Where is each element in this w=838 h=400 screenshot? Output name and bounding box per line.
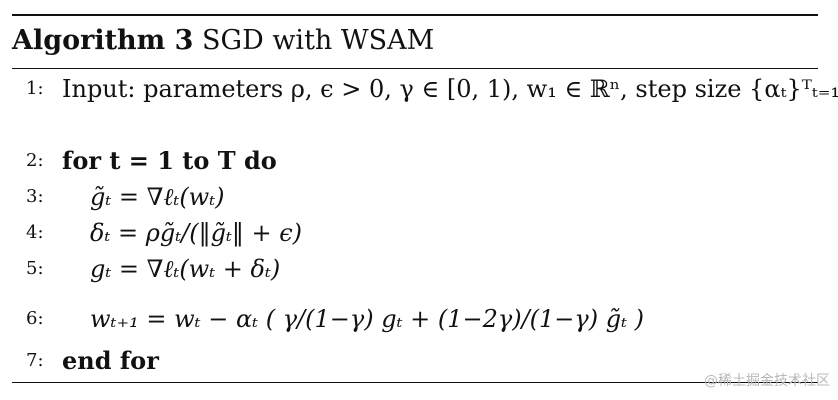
line-text: g̃ₜ = ∇ℓₜ(wₜ) <box>90 183 225 211</box>
line-number: 3: <box>26 186 44 207</box>
algorithm-label: Algorithm 3 <box>12 25 194 56</box>
line-number: 5: <box>26 258 44 279</box>
line-number: 2: <box>26 150 44 171</box>
bottom-rule <box>12 382 818 383</box>
line-text: δₜ = ρg̃ₜ/(‖g̃ₜ‖ + ϵ) <box>90 219 303 247</box>
top-rule <box>12 14 818 16</box>
algorithm-block: Algorithm 3 SGD with WSAM 1: Input: para… <box>12 14 838 384</box>
line-text: end for <box>62 346 159 375</box>
line-text: Input: parameters ρ, ϵ > 0, γ ∈ [0, 1), … <box>62 75 838 103</box>
line-number: 4: <box>26 222 44 243</box>
line-text: gₜ = ∇ℓₜ(wₜ + δₜ) <box>90 255 281 283</box>
algorithm-title: SGD with WSAM <box>202 25 435 56</box>
line-number: 7: <box>26 350 44 371</box>
watermark: @稀土掘金技术社区 <box>704 373 830 389</box>
line-text: for t = 1 to T do <box>62 146 277 175</box>
algorithm-header: Algorithm 3 SGD with WSAM <box>12 24 434 58</box>
line-text: wₜ₊₁ = wₜ − αₜ ( γ/(1−γ) gₜ + (1−2γ)/(1−… <box>90 305 645 333</box>
line-number: 6: <box>26 308 44 329</box>
header-rule <box>12 68 818 69</box>
line-number: 1: <box>26 78 44 99</box>
